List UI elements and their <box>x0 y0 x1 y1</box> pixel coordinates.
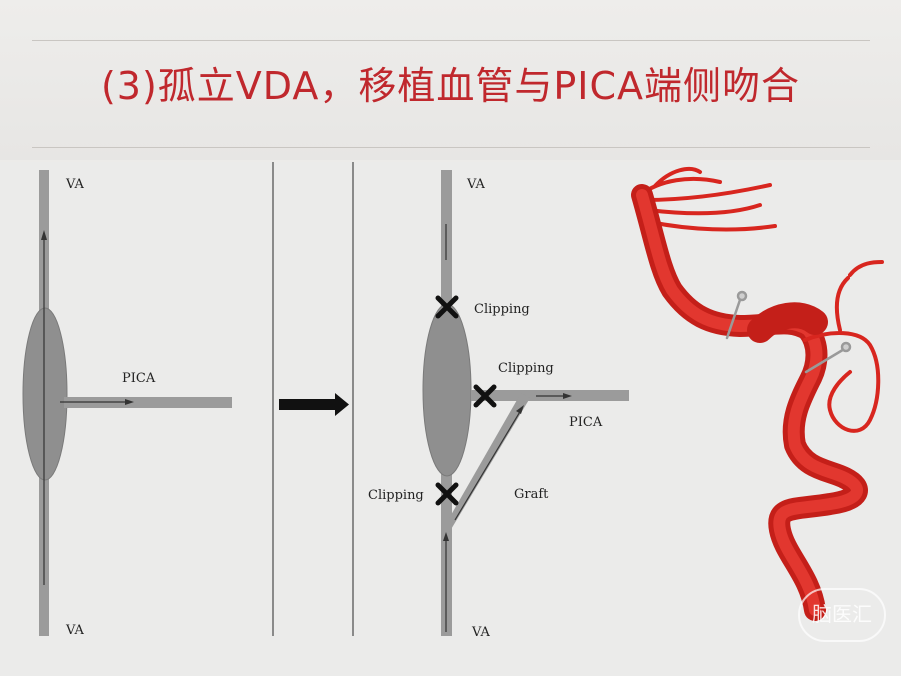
right-pica-label: PICA <box>569 415 603 430</box>
left-aneurysm <box>22 307 68 481</box>
graft-arrow-line <box>454 409 522 521</box>
left-pica-vessel <box>64 397 232 408</box>
right-diagram: VA Clipping Clipping PICA Clipping Graft… <box>368 170 629 640</box>
slide-header: (3)孤立VDA，移植血管与PICA端侧吻合 <box>0 0 901 160</box>
right-aneurysm <box>422 303 472 477</box>
transition-arrow <box>279 393 349 416</box>
clip-mark-top <box>435 295 459 319</box>
clip-pica-label: Clipping <box>498 361 554 376</box>
graft-label: Graft <box>514 487 549 502</box>
left-va-top-label: VA <box>65 177 85 192</box>
slide-title: (3)孤立VDA，移植血管与PICA端侧吻合 <box>100 64 801 108</box>
right-va-bottom-label: VA <box>471 625 491 640</box>
right-va-arrowhead <box>443 532 449 541</box>
right-va-top-label: VA <box>466 177 486 192</box>
left-pica-label: PICA <box>122 371 156 386</box>
graft-arrowhead <box>516 405 524 414</box>
clip-mark-bottom <box>435 482 459 506</box>
right-pica-arrowhead <box>563 393 572 399</box>
watermark-logo: 脑医汇 <box>798 588 886 642</box>
clip-mark-pica <box>473 384 497 408</box>
header-bottom-rule <box>32 147 870 148</box>
artery-render <box>631 166 884 621</box>
left-flow-arrowhead <box>41 230 47 240</box>
left-diagram: VA PICA VA <box>22 170 232 638</box>
clip-bottom-label: Clipping <box>368 488 424 503</box>
clip-top-label: Clipping <box>474 302 530 317</box>
header-top-rule <box>32 40 870 41</box>
left-pica-arrowhead <box>125 399 134 405</box>
left-va-bottom-label: VA <box>65 623 85 638</box>
